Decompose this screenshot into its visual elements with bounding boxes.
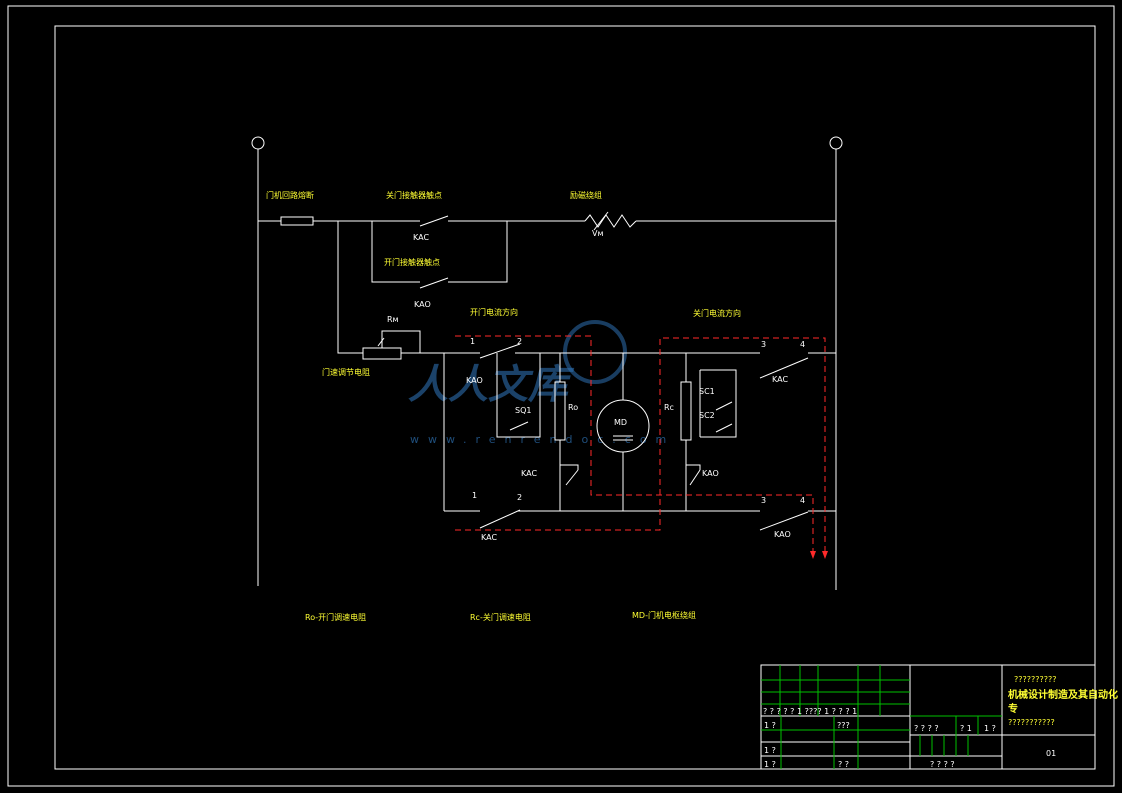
label-field-winding: 励磁绕组 xyxy=(570,190,602,200)
watermark-url: www.renrendoc.com xyxy=(410,433,675,446)
tb-row4-a: 1 ? xyxy=(764,746,776,755)
label-vm: Vм xyxy=(592,229,604,238)
label-md: MD xyxy=(614,418,627,427)
fuse-icon xyxy=(280,216,314,226)
node-3-bottom: 3 xyxy=(761,496,766,505)
label-ro: Ro xyxy=(568,403,578,412)
drawing-number: 01 xyxy=(1046,749,1056,758)
node-1-top: 1 xyxy=(470,337,475,346)
legend-ro: Ro-开门调速电阻 xyxy=(305,612,366,622)
motor-md xyxy=(596,353,650,511)
label-kac-top: KAC xyxy=(413,233,429,242)
lower-bus xyxy=(444,509,836,531)
label-kac-mid: KAC xyxy=(521,469,537,478)
title-subtitle: ??????????? xyxy=(1008,718,1055,727)
kao-contact-icon xyxy=(419,277,449,289)
label-rc: Rc xyxy=(664,403,674,412)
tb-row5-b: ? ? xyxy=(838,760,849,769)
resistor-branch xyxy=(337,221,480,360)
open-current-path xyxy=(455,335,814,556)
label-open-current-dir: 开门电流方向 xyxy=(470,307,518,317)
left-terminal-icon xyxy=(251,136,265,150)
label-sc1: SC1 xyxy=(699,387,715,396)
title-top-note: ?????????? xyxy=(1014,675,1056,684)
outer-frame xyxy=(7,5,1115,787)
node-4-top: 4 xyxy=(800,340,805,349)
watermark-ring-icon xyxy=(563,320,627,384)
label-close-contact: 关门接触器触点 xyxy=(386,190,442,200)
label-kao-top: KAO xyxy=(414,300,431,309)
node-4-bottom: 4 xyxy=(800,496,805,505)
tb-row2-b: ??? xyxy=(837,721,850,730)
lower-kac-contact-icon xyxy=(479,509,521,529)
close-current-path xyxy=(455,337,826,556)
inner-frame xyxy=(54,25,1096,770)
ro-branch xyxy=(554,353,579,511)
rc-branch xyxy=(680,353,701,511)
label-kao-upper: KAO xyxy=(466,376,483,385)
tb-row2-e: 1 ? xyxy=(984,724,996,733)
label-sq1: SQ1 xyxy=(515,406,531,415)
legend-rc: Rc-关门调速电阻 xyxy=(470,612,531,622)
sq1-switch xyxy=(496,353,541,438)
label-rm: Rм xyxy=(387,315,399,324)
title-main: 机械设计制造及其自动化 xyxy=(1008,688,1118,701)
upper-kao-contact-icon xyxy=(479,343,521,359)
watermark: 人人文库 www.renrendoc.com xyxy=(408,320,675,446)
upper-kac-contact-icon xyxy=(759,357,809,379)
label-open-contact: 开门接触器触点 xyxy=(384,257,440,267)
lower-kao-contact-icon xyxy=(759,511,809,531)
tb-row1: ? ? ? ? ? 1 ???? 1 ? ? ? 1 xyxy=(763,707,857,716)
kac-contact-icon xyxy=(419,215,449,227)
title-wrap: 专 xyxy=(1008,702,1018,715)
watermark-text: 人人文库 xyxy=(408,361,575,408)
upper-bus xyxy=(479,343,836,379)
current-paths xyxy=(455,335,828,559)
rc-resistor-icon xyxy=(680,381,692,441)
label-kao-lower: KAO xyxy=(774,530,791,539)
label-sc2: SC2 xyxy=(699,411,715,420)
tb-row2-a: 1 ? xyxy=(764,721,776,730)
tb-row2-c: ? ? ? ? xyxy=(914,724,939,733)
label-speed-resistor: 门速调节电阻 xyxy=(322,367,370,377)
label-close-current-dir: 关门电流方向 xyxy=(693,308,741,318)
label-door-fuse: 门机回路熔断 xyxy=(266,190,314,200)
tb-row5-c: ? ? ? ? xyxy=(930,760,955,769)
label-kao-mid: KAO xyxy=(702,469,719,478)
sc-switches xyxy=(699,369,737,438)
node-1-bottom: 1 xyxy=(472,491,477,500)
tb-row2-d: ? 1 xyxy=(960,724,972,733)
label-kac-lower: KAC xyxy=(481,533,497,542)
field-winding-icon xyxy=(584,214,637,228)
title-block: ?????????? 机械设计制造及其自动化 专 ??????????? 01 … xyxy=(760,664,1118,770)
rm-resistor-icon xyxy=(362,347,402,360)
tb-row5-a: 1 ? xyxy=(764,760,776,769)
node-2-top: 2 xyxy=(517,337,522,346)
node-3-top: 3 xyxy=(761,340,766,349)
field-branch xyxy=(258,211,836,289)
node-2-bottom: 2 xyxy=(517,493,522,502)
right-terminal-icon xyxy=(829,136,843,150)
label-kac-upper: KAC xyxy=(772,375,788,384)
legend-md: MD-门机电枢绕组 xyxy=(632,610,696,620)
